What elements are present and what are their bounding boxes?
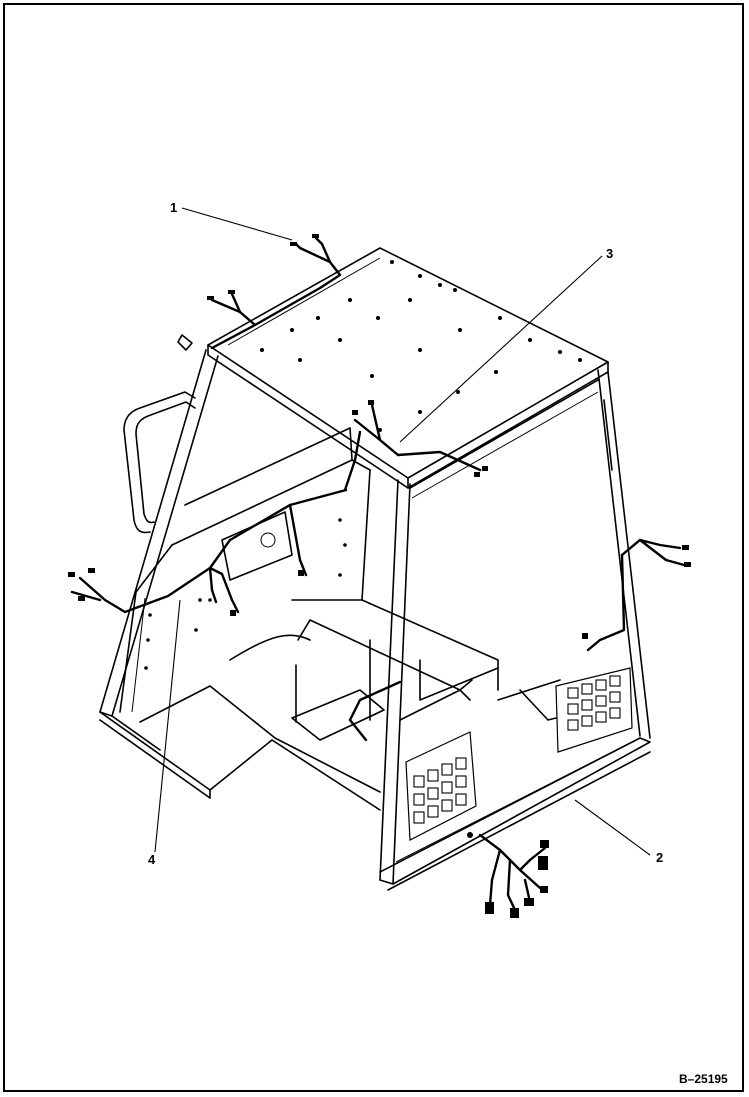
left-grille — [405, 731, 477, 841]
callout-4: 4 — [148, 852, 156, 867]
leader-lines — [154, 207, 651, 856]
harness-floor — [348, 680, 402, 742]
bottom-front-frame — [379, 737, 651, 891]
right-grille-cells — [567, 675, 621, 731]
right-grille — [555, 667, 633, 753]
leader-2 — [574, 799, 651, 856]
callout-2: 2 — [656, 850, 663, 865]
grab-handle — [123, 391, 196, 534]
leader-3 — [399, 255, 603, 443]
left-side-wall — [119, 427, 371, 713]
front-right-post — [379, 479, 411, 885]
figure-reference: B–25195 — [679, 1072, 728, 1086]
leader-4 — [154, 599, 181, 853]
cab-floor — [99, 599, 581, 811]
harness-left-4 — [68, 488, 348, 616]
drawing-border — [3, 3, 744, 1092]
leader-1 — [181, 207, 293, 241]
left-grille-cells — [413, 757, 467, 824]
harness-roof-3 — [343, 400, 488, 492]
harness-right-side — [582, 538, 691, 652]
callout-3: 3 — [606, 246, 613, 261]
harness-roof-1 — [177, 234, 342, 351]
harness-bottom — [467, 832, 549, 918]
callout-1: 1 — [170, 200, 177, 215]
rear-panel-plate — [221, 511, 293, 581]
right-side-frame — [409, 369, 651, 739]
front-left-post — [99, 349, 219, 717]
roof-panel — [207, 247, 609, 489]
